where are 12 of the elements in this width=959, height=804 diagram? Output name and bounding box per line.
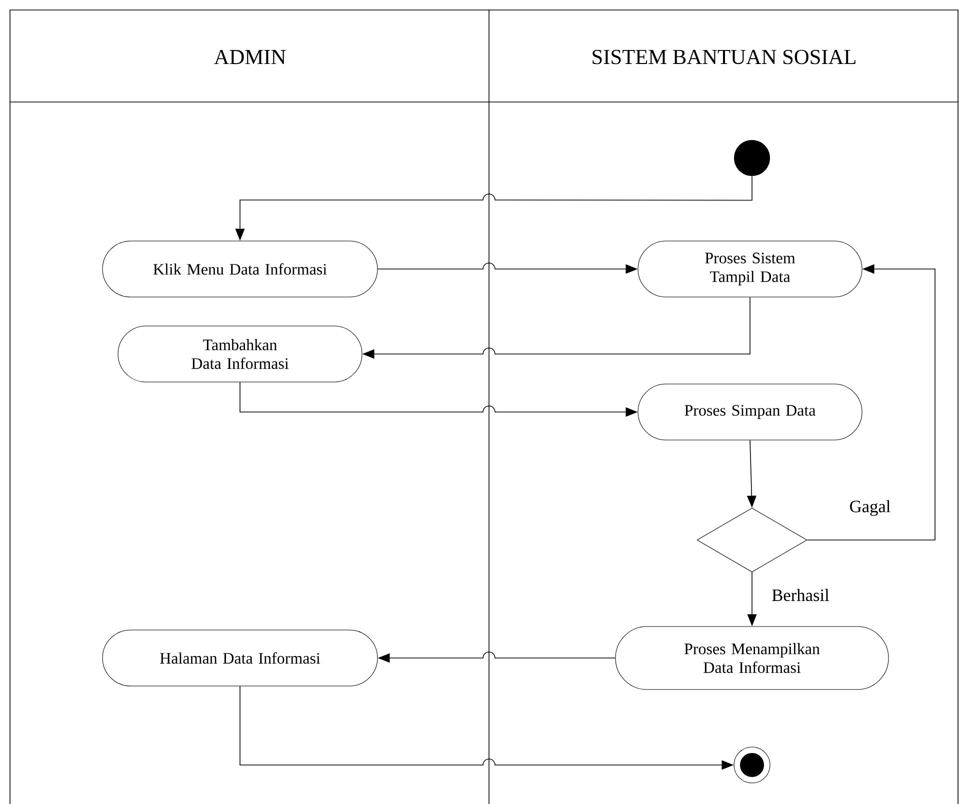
activity-box: Tambahkan Data Informasi xyxy=(118,326,362,382)
activity-box: Proses Simpan Data xyxy=(638,384,862,440)
edge-label: Gagal xyxy=(848,498,892,518)
decision-diamond xyxy=(696,508,808,572)
end-node xyxy=(734,746,770,784)
edge-label: Berhasil xyxy=(770,588,831,602)
activity-box: Proses Menampilkan Data Informasi xyxy=(615,626,889,690)
activity-box: Proses Sistem Tampil Data xyxy=(638,240,862,298)
activity-box: Halaman Data Informasi xyxy=(102,630,378,686)
start-node xyxy=(734,140,770,176)
arrow xyxy=(806,264,936,540)
activity-box: Klik Menu Data Informasi xyxy=(102,240,378,298)
